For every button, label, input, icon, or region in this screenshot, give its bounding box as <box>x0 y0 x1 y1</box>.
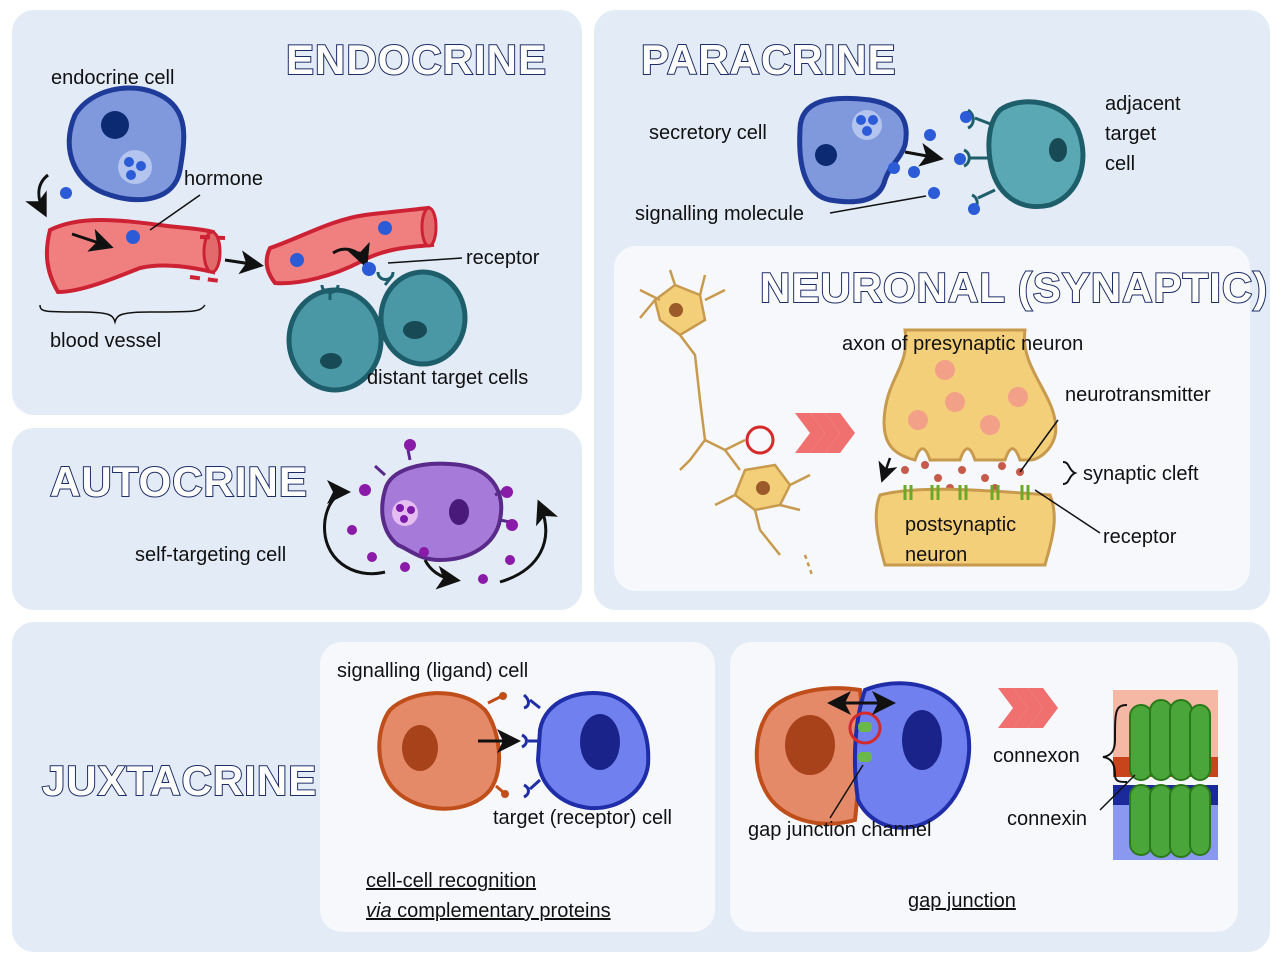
label-adjacent: adjacent <box>1105 93 1181 115</box>
caption-via: via <box>366 900 392 922</box>
label-synaptic-cleft: synaptic cleft <box>1083 463 1199 485</box>
endocrine-title: ENDOCRINE <box>285 35 548 84</box>
autocrine-panel <box>12 428 582 610</box>
label-receptor: receptor <box>466 247 540 269</box>
label-neuronal-receptor: receptor <box>1103 526 1177 548</box>
label-connexin: connexin <box>1007 808 1088 830</box>
label-target-cell: target (receptor) cell <box>493 807 672 829</box>
label-connexon: connexon <box>993 745 1080 767</box>
caption-gap-junction: gap junction <box>908 890 1016 912</box>
label-target: target <box>1105 123 1157 145</box>
label-postsynaptic: postsynaptic <box>905 514 1017 536</box>
label-hormone: hormone <box>184 168 263 190</box>
label-blood-vessel: blood vessel <box>50 330 162 352</box>
neuronal-title: NEURONAL (SYNAPTIC) <box>759 263 1269 312</box>
label-cell: cell <box>1105 153 1136 175</box>
label-signalling-cell: signalling (ligand) cell <box>337 660 529 682</box>
label-neuron: neuron <box>905 544 968 566</box>
label-axon: axon of presynaptic neuron <box>842 333 1084 355</box>
label-endocrine-cell: endocrine cell <box>51 67 175 89</box>
juxtacrine-title: JUXTACRINE <box>41 756 318 805</box>
caption-rest: complementary proteins <box>391 900 611 922</box>
label-secretory-cell: secretory cell <box>649 122 767 144</box>
label-self-targeting-cell: self-targeting cell <box>135 544 287 566</box>
gap-junction-panel <box>730 642 1238 932</box>
caption-complementary-proteins: via complementary proteins <box>366 901 611 921</box>
label-neurotransmitter: neurotransmitter <box>1065 384 1211 406</box>
label-signalling-molecule: signalling molecule <box>635 203 804 225</box>
caption-cell-recognition: cell-cell recognition <box>366 870 537 892</box>
label-gap-junction-channel: gap junction channel <box>748 819 932 841</box>
label-distant-target-cells: distant target cells <box>367 367 529 389</box>
autocrine-title: AUTOCRINE <box>49 457 308 506</box>
paracrine-title: PARACRINE <box>640 35 897 84</box>
